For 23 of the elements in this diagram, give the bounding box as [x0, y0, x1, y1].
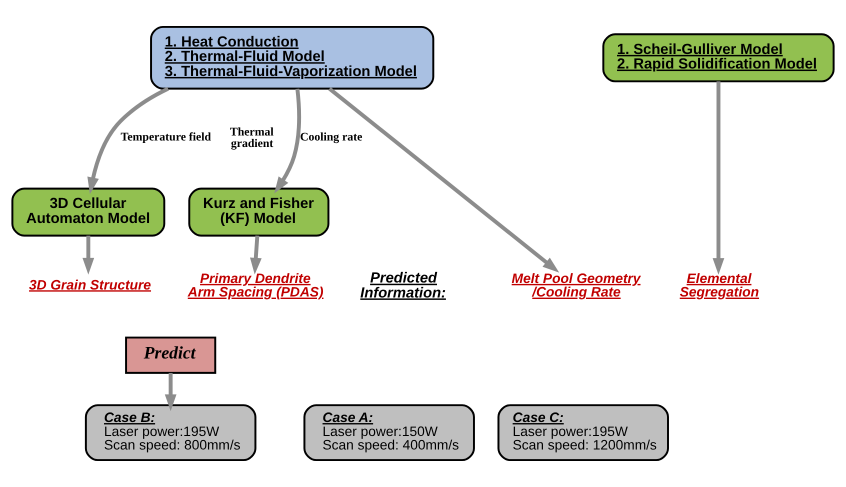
node-box: 1. Heat Conduction 2. Thermal-Fluid Model 3. Thermal-Fluid-Vaporization Model [150, 26, 434, 90]
node-text: Primary Dendrite Arm Spacing (PDAS) [188, 270, 324, 300]
node-box: Case A: Laser power:150W Scan speed: 400mm/s [303, 404, 475, 462]
arrow [87, 86, 169, 194]
arrow [82, 236, 94, 275]
node-box: Case B: Laser power:195W Scan speed: 800mm/s [84, 404, 256, 462]
edge-label: Temperature field [120, 130, 212, 144]
label: Thermal gradient [230, 125, 274, 150]
edge-label: Cooling rate [300, 130, 362, 144]
arrow [712, 81, 724, 275]
node-box: Predict [125, 336, 216, 374]
node-text: Elemental Segregation [680, 270, 760, 300]
arrow [164, 372, 176, 412]
node-text: 3D Grain Structure [29, 277, 152, 292]
arrow [328, 87, 560, 273]
arrow [250, 236, 262, 275]
node-box: Case C: Laser power:195W Scan speed: 1200mm/s [497, 404, 669, 462]
node-text: Melt Pool Geometry /Cooling Rate [512, 270, 641, 300]
arrow [274, 88, 302, 194]
label: Predicted Information: [360, 270, 446, 302]
node-box: 1. Scheil-Gulliver Model 2. Rapid Solidification Model [602, 33, 835, 82]
node-box: Kurz and Fisher (KF) Model [188, 188, 330, 237]
node-box: 3D Cellular Automaton Model [11, 188, 166, 237]
